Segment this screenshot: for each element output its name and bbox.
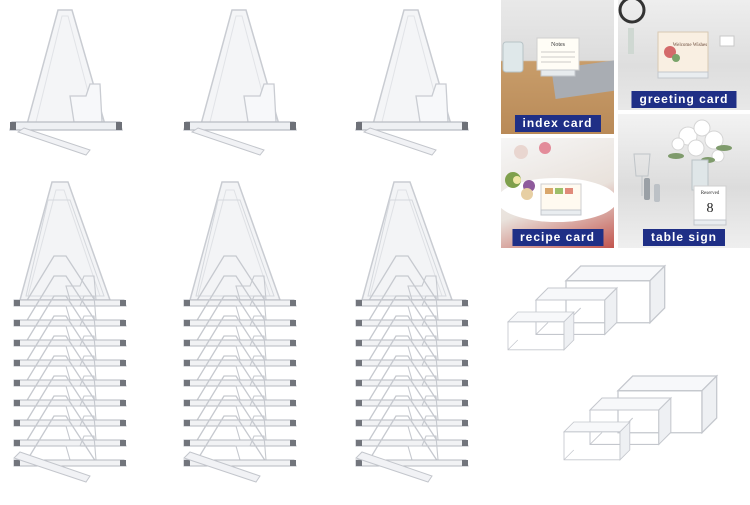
panel-divider xyxy=(497,0,500,500)
greeting-card-text: Welcome Wishes xyxy=(673,43,707,48)
acrylic-stands-panel xyxy=(9,9,469,483)
reserved-sign-text: Reserved xyxy=(701,191,720,196)
label-index-card: index card xyxy=(514,115,601,132)
riser-set xyxy=(507,265,666,351)
scene-greeting-card: Welcome Wishes greeting card xyxy=(618,0,750,110)
acrylic-stand-single xyxy=(355,9,469,156)
acrylic-stand-stack xyxy=(13,181,127,483)
acrylic-stand-stack xyxy=(183,181,297,483)
acrylic-stand-stack xyxy=(355,181,469,483)
scene-recipe-card: recipe card xyxy=(501,138,614,248)
acrylic-risers-panel xyxy=(500,252,750,500)
table-number: 8 xyxy=(707,201,714,216)
acrylic-stand-single xyxy=(9,9,123,156)
label-recipe-card: recipe card xyxy=(511,229,604,246)
label-table-sign: table sign xyxy=(642,229,726,246)
scene-table-sign: Reserved 8 table sign xyxy=(618,114,750,248)
scene-index-card: Notes index card xyxy=(501,0,614,134)
notes-card-title: Notes xyxy=(551,42,566,48)
riser-set xyxy=(563,375,718,461)
acrylic-stand-single xyxy=(183,9,297,156)
label-greeting-card: greeting card xyxy=(631,91,737,108)
